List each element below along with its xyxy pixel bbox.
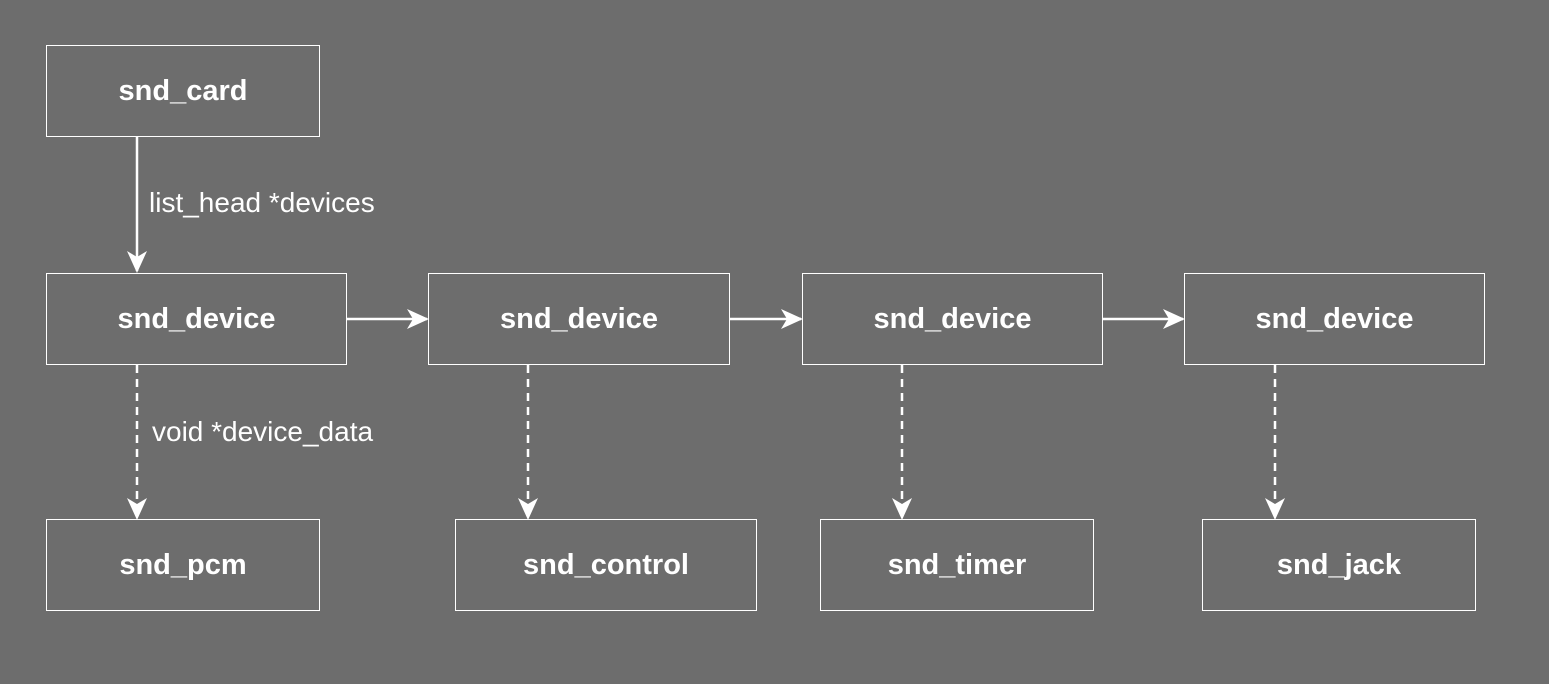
- node-snd-card-label: snd_card: [118, 74, 248, 107]
- edge-label-devices: list_head *devices: [149, 187, 375, 218]
- node-snd-card: snd_card: [46, 45, 320, 137]
- node-snd-control-label: snd_control: [523, 548, 689, 581]
- node-snd-device-3-label: snd_device: [873, 302, 1032, 335]
- node-snd-timer-label: snd_timer: [887, 548, 1027, 581]
- node-snd-jack-label: snd_jack: [1276, 548, 1402, 581]
- node-snd-device-4: snd_device: [1184, 273, 1485, 365]
- node-snd-control: snd_control: [455, 519, 757, 611]
- node-snd-device-4-label: snd_device: [1255, 302, 1414, 335]
- node-snd-device-2-label: snd_device: [500, 302, 658, 335]
- node-snd-timer: snd_timer: [820, 519, 1094, 611]
- node-snd-pcm: snd_pcm: [46, 519, 320, 611]
- node-snd-device-1-label: snd_device: [117, 302, 276, 335]
- node-snd-device-3: snd_device: [802, 273, 1103, 365]
- node-snd-jack: snd_jack: [1202, 519, 1476, 611]
- node-snd-pcm-label: snd_pcm: [119, 548, 247, 581]
- edge-label-device-data: void *device_data: [152, 416, 374, 447]
- node-snd-device-2: snd_device: [428, 273, 730, 365]
- node-snd-device-1: snd_device: [46, 273, 347, 365]
